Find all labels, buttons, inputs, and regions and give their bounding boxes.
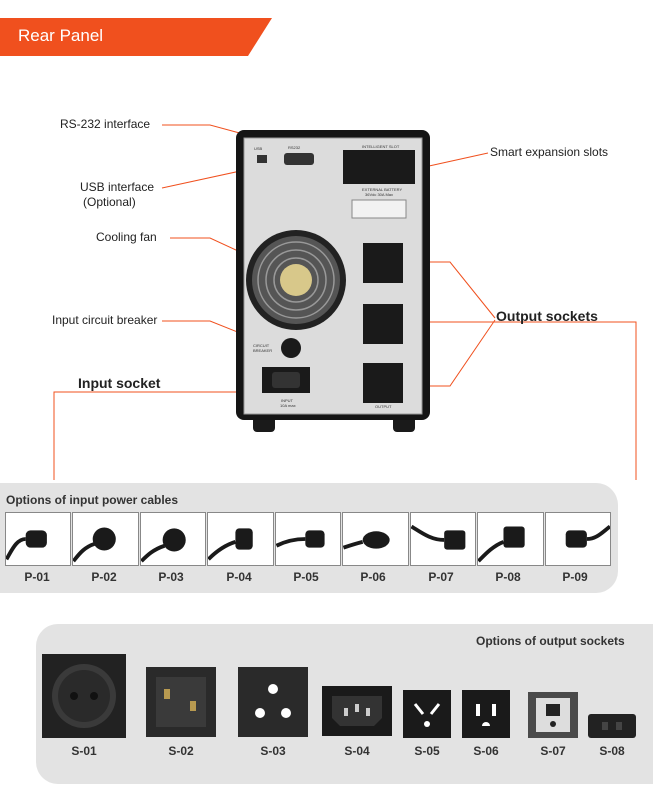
socket-s08 bbox=[588, 714, 636, 738]
socket-label-s06: S-06 bbox=[473, 744, 499, 758]
cable-p08 bbox=[477, 512, 544, 566]
cable-p09 bbox=[544, 512, 611, 566]
input-cables-title: Options of input power cables bbox=[6, 493, 179, 507]
cable-label-p05: P-05 bbox=[293, 570, 319, 584]
callout-input-socket: Input socket bbox=[78, 375, 161, 391]
socket-label-s04: S-04 bbox=[344, 744, 370, 758]
callout-usb-optional: (Optional) bbox=[83, 195, 136, 209]
cable-p05 bbox=[274, 512, 342, 566]
socket-s04 bbox=[322, 686, 392, 736]
cable-label-p03: P-03 bbox=[158, 570, 184, 584]
header-banner bbox=[0, 18, 272, 56]
cable-label-p07: P-07 bbox=[428, 570, 454, 584]
socket-s01 bbox=[42, 654, 126, 738]
page-title: Rear Panel bbox=[18, 26, 104, 45]
cable-label-p02: P-02 bbox=[91, 570, 117, 584]
cable-p01 bbox=[5, 512, 72, 566]
callout-usb: USB interface bbox=[80, 180, 155, 194]
cable-label-p08: P-08 bbox=[495, 570, 521, 584]
callout-rs232: RS-232 interface bbox=[60, 117, 151, 131]
callout-cooling-fan: Cooling fan bbox=[96, 230, 157, 244]
callout-breaker: Input circuit breaker bbox=[52, 313, 158, 327]
socket-label-s03: S-03 bbox=[260, 744, 286, 758]
cable-label-p09: P-09 bbox=[562, 570, 588, 584]
cable-label-p01: P-01 bbox=[24, 570, 50, 584]
breaker-label: BREAKER bbox=[253, 348, 272, 353]
usb-port-label: USB bbox=[254, 146, 263, 151]
output-sockets-title: Options of output sockets bbox=[476, 634, 625, 648]
cable-p02 bbox=[72, 512, 139, 566]
socket-label-s05: S-05 bbox=[414, 744, 440, 758]
cable-p03 bbox=[139, 512, 207, 566]
input-rating-label: 10A max bbox=[280, 403, 296, 408]
cable-p07 bbox=[409, 512, 477, 566]
socket-s05 bbox=[403, 690, 451, 738]
socket-label-s08: S-08 bbox=[599, 744, 625, 758]
socket-label-s02: S-02 bbox=[168, 744, 194, 758]
input-cables-row bbox=[5, 512, 611, 566]
external-battery-spec: 36Vdc 30A Max bbox=[365, 192, 393, 197]
intelligent-slot-label: INTELLIGENT SLOT bbox=[362, 144, 400, 149]
output-label: OUTPUT bbox=[375, 404, 392, 409]
cable-label-p06: P-06 bbox=[360, 570, 386, 584]
external-battery-label: EXTERNAL BATTERY bbox=[362, 187, 402, 192]
input-label: INPUT bbox=[281, 398, 294, 403]
socket-s07 bbox=[528, 692, 578, 738]
ups-rear-panel-illustration: USB RS232 INTELLIGENT SLOT EXTERNAL BATT… bbox=[53, 124, 637, 480]
callout-output-sockets: Output sockets bbox=[496, 308, 598, 324]
socket-s06 bbox=[462, 690, 510, 738]
callout-smart-slots: Smart expansion slots bbox=[490, 145, 609, 159]
socket-label-s07: S-07 bbox=[540, 744, 566, 758]
cable-label-p04: P-04 bbox=[226, 570, 252, 584]
circuit-label: CIRCUIT bbox=[253, 343, 270, 348]
cable-p04 bbox=[207, 512, 274, 566]
socket-label-s01: S-01 bbox=[71, 744, 97, 758]
socket-s03 bbox=[238, 667, 308, 737]
rs232-port-label: RS232 bbox=[288, 145, 301, 150]
socket-s02 bbox=[146, 667, 216, 737]
cable-p06 bbox=[342, 512, 409, 566]
